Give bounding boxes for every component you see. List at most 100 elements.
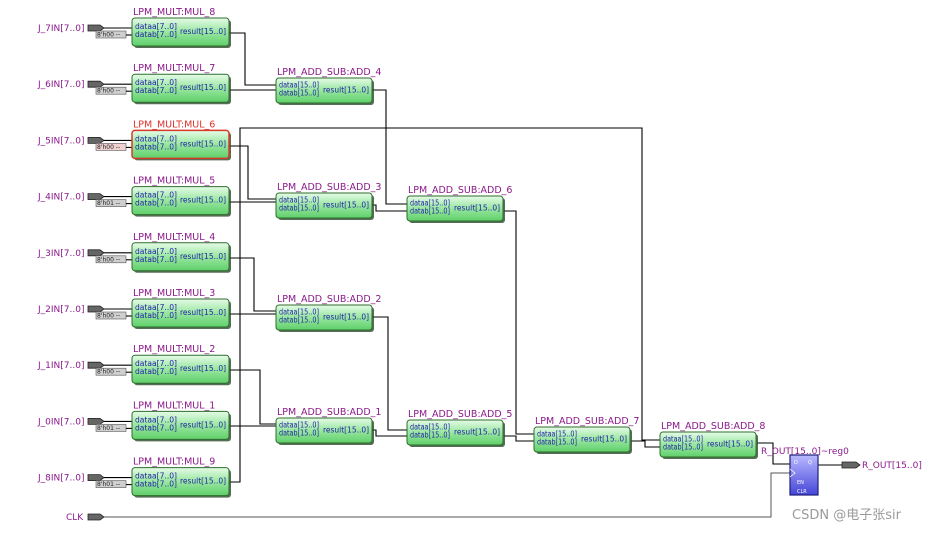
constant-6: 8'h00 -- xyxy=(95,311,132,320)
mult-block-7-body xyxy=(131,354,230,384)
adder-block-add8-body xyxy=(659,431,757,458)
mult-block-8-port-datab: datab[7..0] xyxy=(135,423,177,432)
mult-block-3-port-dataa: dataa[7..0] xyxy=(135,134,177,143)
input-pin-label: J_8IN[7..0] xyxy=(37,474,84,484)
output-pin-icon xyxy=(841,461,861,469)
input-pin-label: J_2IN[7..0] xyxy=(37,305,84,315)
mult-block-9-port-datab: datab[7..0] xyxy=(135,480,177,489)
adder-block-add1-body xyxy=(275,417,373,444)
adder-block-add3-port-datab: datab[15..0] xyxy=(279,204,319,213)
adder-block-add5-port-dataa: dataa[15..0] xyxy=(410,423,450,432)
adder-block-add7-port-datab: datab[15..0] xyxy=(537,438,577,447)
mult-block-2-body xyxy=(131,73,230,103)
input-pin-9[interactable]: J_8IN[7..0] xyxy=(37,474,132,484)
adder-block-add8-port-result: result[15..0] xyxy=(707,440,753,449)
mult-block-2[interactable]: LPM_MULT:MUL_7dataa[7..0]datab[7..0]resu… xyxy=(131,63,231,105)
constant-1: 8'h00 -- xyxy=(95,30,132,39)
adder-block-add1-port-result: result[15..0] xyxy=(323,426,369,435)
clock-triangle-icon xyxy=(789,468,796,478)
adder-block-add3-port-result: result[15..0] xyxy=(323,201,369,210)
input-pin-label: J_4IN[7..0] xyxy=(37,193,84,203)
input-pin-6[interactable]: J_2IN[7..0] xyxy=(37,305,132,315)
register-title: R_OUT[15..0]~reg0 xyxy=(761,447,849,457)
input-pin-label: J_3IN[7..0] xyxy=(37,249,84,259)
output-pin-label: R_OUT[15..0] xyxy=(862,461,922,471)
adder-block-add6-port-dataa: dataa[15..0] xyxy=(410,199,450,208)
input-pin-4[interactable]: J_4IN[7..0] xyxy=(37,193,132,203)
adder-block-add6-port-result: result[15..0] xyxy=(454,204,500,213)
mult-block-3-port-datab: datab[7..0] xyxy=(135,142,177,151)
mult-block-8-title: LPM_MULT:MUL_1 xyxy=(133,400,215,411)
mult-block-3[interactable]: LPM_MULT:MUL_6 dataa[7..0]datab[7..0]resu… xyxy=(131,119,231,161)
adder-block-add5[interactable]: LPM_ADD_SUB:ADD_5dataa[15..0]datab[15..0… xyxy=(406,409,512,447)
input-pin-label: J_0IN[7..0] xyxy=(37,417,84,427)
mult-block-6[interactable]: LPM_MULT:MUL_3dataa[7..0]datab[7..0]resu… xyxy=(131,288,231,329)
input-pin-icon xyxy=(87,24,105,32)
adder-block-add6-title: LPM_ADD_SUB:ADD_6 xyxy=(408,185,512,196)
constant-label: 8'h00 -- xyxy=(97,32,120,39)
output-register[interactable]: R_OUT[15..0]~reg0 D Q EN CLR xyxy=(761,447,849,496)
register-pin-d: D xyxy=(794,460,798,466)
mult-block-2-port-datab: datab[7..0] xyxy=(135,86,177,95)
adder-block-add5-body xyxy=(406,419,504,446)
register-pin-en: EN xyxy=(797,480,804,486)
clock-pin[interactable]: CLK xyxy=(66,513,105,523)
mult-block-3-port-result: result[15..0] xyxy=(180,139,226,148)
adder-blocks: LPM_ADD_SUB:ADD_4dataa[15..0]datab[15..0… xyxy=(275,67,765,459)
adder-block-add1[interactable]: LPM_ADD_SUB:ADD_1dataa[15..0]datab[15..0… xyxy=(275,407,381,445)
adder-block-add2-port-dataa: dataa[15..0] xyxy=(279,308,319,317)
mult-block-4-body xyxy=(131,186,230,216)
mult-block-1[interactable]: LPM_MULT:MUL_8dataa[7..0]datab[7..0]resu… xyxy=(131,7,231,48)
adder-block-add7-title: LPM_ADD_SUB:ADD_7 xyxy=(535,416,639,427)
adder-block-add8-port-datab: datab[15..0] xyxy=(663,443,703,452)
mult-block-9-body xyxy=(131,467,230,497)
adder-block-add2-title: LPM_ADD_SUB:ADD_2 xyxy=(277,294,381,305)
adder-block-add8-port-dataa: dataa[15..0] xyxy=(663,435,703,444)
input-pin-8[interactable]: J_0IN[7..0] xyxy=(37,417,132,427)
adder-block-add2[interactable]: LPM_ADD_SUB:ADD_2 dataa[15..0]datab[15..0… xyxy=(275,294,381,332)
adder-block-add3[interactable]: LPM_ADD_SUB:ADD_3dataa[15..0]datab[15..0… xyxy=(275,182,381,220)
adder-block-add2-port-datab: datab[15..0] xyxy=(279,316,319,325)
mult-block-5[interactable]: LPM_MULT:MUL_4 dataa[7..0]datab[7..0]resu… xyxy=(131,232,231,273)
mult-block-9[interactable]: LPM_MULT:MUL_9dataa[7..0]datab[7..0]resu… xyxy=(131,457,231,498)
constant-label: 8'h00 -- xyxy=(97,369,120,376)
input-pin-1[interactable]: J_7IN[7..0] xyxy=(37,24,132,34)
mult-block-6-body xyxy=(131,298,230,328)
adder-block-add8[interactable]: LPM_ADD_SUB:ADD_8dataa[15..0]datab[15..0… xyxy=(659,421,765,459)
mult-block-5-port-datab: datab[7..0] xyxy=(135,255,177,264)
input-pin-icon xyxy=(87,249,105,257)
mult-block-7[interactable]: LPM_MULT:MUL_2dataa[7..0]datab[7..0]resu… xyxy=(131,344,231,386)
adder-block-add7[interactable]: LPM_ADD_SUB:ADD_7dataa[15..0]datab[15..0… xyxy=(533,416,639,454)
adder-block-add5-port-result: result[15..0] xyxy=(454,428,500,437)
mult-block-5-port-dataa: dataa[7..0] xyxy=(135,247,177,256)
mult-block-9-port-result: result[15..0] xyxy=(180,477,226,486)
wires xyxy=(103,32,842,518)
mult-block-7-port-datab: datab[7..0] xyxy=(135,367,177,376)
mult-block-5-port-result: result[15..0] xyxy=(180,252,226,261)
output-pin[interactable]: R_OUT[15..0] xyxy=(841,461,922,471)
input-pin-icon xyxy=(87,474,105,481)
input-pin-icon xyxy=(87,418,105,425)
mult-block-5-title: LPM_MULT:MUL_4 xyxy=(133,232,215,243)
constant-3: 8'h00 -- xyxy=(95,143,132,151)
input-pin-7[interactable]: J_1IN[7..0] xyxy=(37,361,132,371)
input-pin-icon xyxy=(87,80,105,88)
input-pin-3[interactable]: J_5IN[7..0] xyxy=(37,136,132,146)
adder-block-add6[interactable]: LPM_ADD_SUB:ADD_6dataa[15..0]datab[15..0… xyxy=(406,185,512,223)
input-pin-icon xyxy=(87,193,105,200)
mult-block-8-body xyxy=(131,410,230,440)
mult-block-3-title: LPM_MULT:MUL_6 xyxy=(133,119,215,130)
register-pin-q: Q xyxy=(808,460,812,466)
mult-block-6-port-result: result[15..0] xyxy=(180,308,226,317)
input-pin-label: J_5IN[7..0] xyxy=(37,136,84,146)
constant-label: 8'h00 -- xyxy=(97,256,120,263)
mult-block-8[interactable]: LPM_MULT:MUL_1dataa[7..0]datab[7..0]resu… xyxy=(131,400,231,442)
clock-pin-label: CLK xyxy=(66,513,84,523)
mult-block-7-port-result: result[15..0] xyxy=(180,364,226,373)
input-pin-label: J_6IN[7..0] xyxy=(37,80,84,90)
adder-block-add4[interactable]: LPM_ADD_SUB:ADD_4dataa[15..0]datab[15..0… xyxy=(275,67,381,105)
mult-block-4-port-result: result[15..0] xyxy=(180,196,226,205)
mult-block-4[interactable]: LPM_MULT:MUL_5dataa[7..0]datab[7..0]resu… xyxy=(131,176,231,217)
input-pin-2[interactable]: J_6IN[7..0] xyxy=(37,80,132,90)
input-pin-5[interactable]: J_3IN[7..0] xyxy=(37,249,132,259)
